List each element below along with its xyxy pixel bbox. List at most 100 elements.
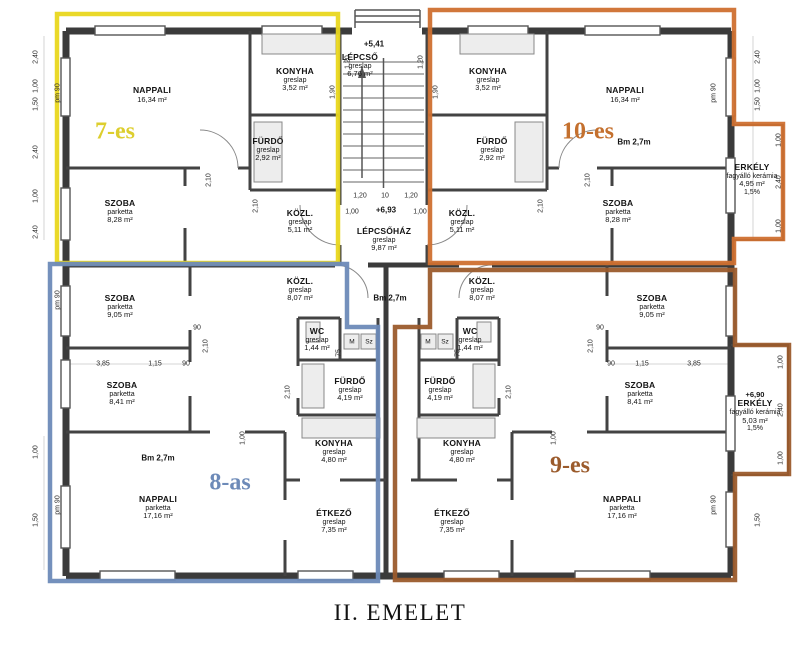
dimension-label: 90	[193, 324, 201, 332]
room-area: 6,76 m²	[347, 69, 373, 79]
room-name: FÜRDŐ	[424, 376, 456, 387]
dimension-label: 1,50	[32, 97, 40, 111]
room-area: 4,80 m²	[321, 455, 347, 465]
room-material: parketta	[145, 504, 171, 512]
room-area: 9,87 m²	[371, 243, 397, 253]
annotation: M	[349, 338, 355, 346]
room-slope: 1,5%	[747, 425, 763, 433]
room-material: parketta	[639, 303, 665, 311]
dimension-label: 1,20	[344, 55, 352, 69]
dimension-label: pm 90	[54, 290, 62, 310]
room-name: SZOBA	[624, 380, 656, 391]
dimension-label: 1,00	[754, 79, 762, 93]
room-material: greslap	[450, 448, 474, 456]
room-material: greslap	[480, 146, 504, 154]
dimension-label: 1,50	[754, 513, 762, 527]
room-material: parketta	[609, 504, 635, 512]
room-area: 8,28 m²	[605, 215, 631, 225]
apartment10-walls	[427, 31, 731, 265]
room-name: KÖZL.	[468, 276, 496, 287]
room-material: greslap	[305, 336, 329, 344]
room-material: greslap	[476, 76, 500, 84]
room-area: 4,95 m²	[739, 179, 765, 189]
dimension-label: 1,90	[432, 85, 440, 99]
dimension-label: 2,40	[777, 403, 785, 417]
dimension-label: 2,10	[252, 199, 260, 213]
dimension-label: 1,20	[353, 192, 367, 200]
room-name: SZOBA	[104, 198, 136, 209]
dimension-label: 90	[607, 360, 615, 368]
room-area: 9,05 m²	[107, 310, 133, 320]
dimension-label: 2,10	[505, 385, 513, 399]
dimension-label: 1,00	[32, 445, 40, 459]
room-name: WC	[462, 326, 478, 337]
apartment-outlines	[47, 7, 792, 584]
room-area: 7,35 m²	[321, 525, 347, 535]
room-area: 8,07 m²	[287, 293, 313, 303]
unit-label-7-es: 7-es	[95, 118, 135, 145]
dimension-label: 1,15	[635, 360, 649, 368]
windows	[60, 25, 736, 581]
annotation: M	[425, 338, 431, 346]
outline-unit-10	[427, 7, 786, 266]
room-name: KONYHA	[314, 438, 354, 449]
dimension-label: 1,00	[777, 355, 785, 369]
room-area: 1,44 m²	[457, 343, 483, 353]
dimension-label: 2,40	[775, 175, 783, 189]
room-area: 16,34 m²	[610, 94, 640, 104]
room-name: KONYHA	[275, 66, 315, 77]
dimension-label: 2,10	[587, 339, 595, 353]
room-name: SZOBA	[636, 293, 668, 304]
dimension-label: 2,10	[284, 385, 292, 399]
dimension-label: 1,20	[404, 192, 418, 200]
room-material: greslap	[322, 518, 346, 526]
room-name: SZOBA	[104, 293, 136, 304]
room-area: 8,07 m²	[469, 293, 495, 303]
dimension-label: pm 90	[54, 83, 62, 103]
room-area: 8,41 m²	[627, 397, 653, 407]
annotation: Bm 2,7m	[373, 293, 407, 303]
dimension-guides	[43, 36, 754, 570]
room-material: parketta	[107, 303, 133, 311]
dimension-label: 1,00	[550, 431, 558, 445]
outline-unit-9	[392, 267, 792, 583]
dimension-label: pm 90	[710, 83, 718, 103]
room-material: greslap	[256, 146, 280, 154]
dimension-label: 2,40	[32, 50, 40, 64]
room-area: 4,80 m²	[449, 455, 475, 465]
room-area: 8,41 m²	[109, 397, 135, 407]
room-material: parketta	[605, 208, 631, 216]
room-name: NAPPALI	[605, 85, 645, 96]
dimension-label: 1,00	[413, 208, 427, 216]
fixtures	[253, 33, 544, 439]
room-material: parketta	[107, 208, 133, 216]
apartment9-walls	[411, 265, 731, 576]
dimension-label: 1,00	[775, 219, 783, 233]
room-name: NAPPALI	[602, 494, 642, 505]
room-area: 16,34 m²	[137, 94, 167, 104]
dimension-label: 1,50	[32, 513, 40, 527]
room-area: 5,11 m²	[449, 225, 475, 235]
room-material: greslap	[288, 218, 312, 226]
room-name: ÉTKEZŐ	[434, 508, 470, 519]
room-material: greslap	[322, 448, 346, 456]
room-area: 2,92 m²	[255, 153, 281, 163]
room-name: WC	[309, 326, 325, 337]
room-area: 17,16 m²	[607, 511, 637, 521]
room-area: 4,19 m²	[427, 393, 453, 403]
